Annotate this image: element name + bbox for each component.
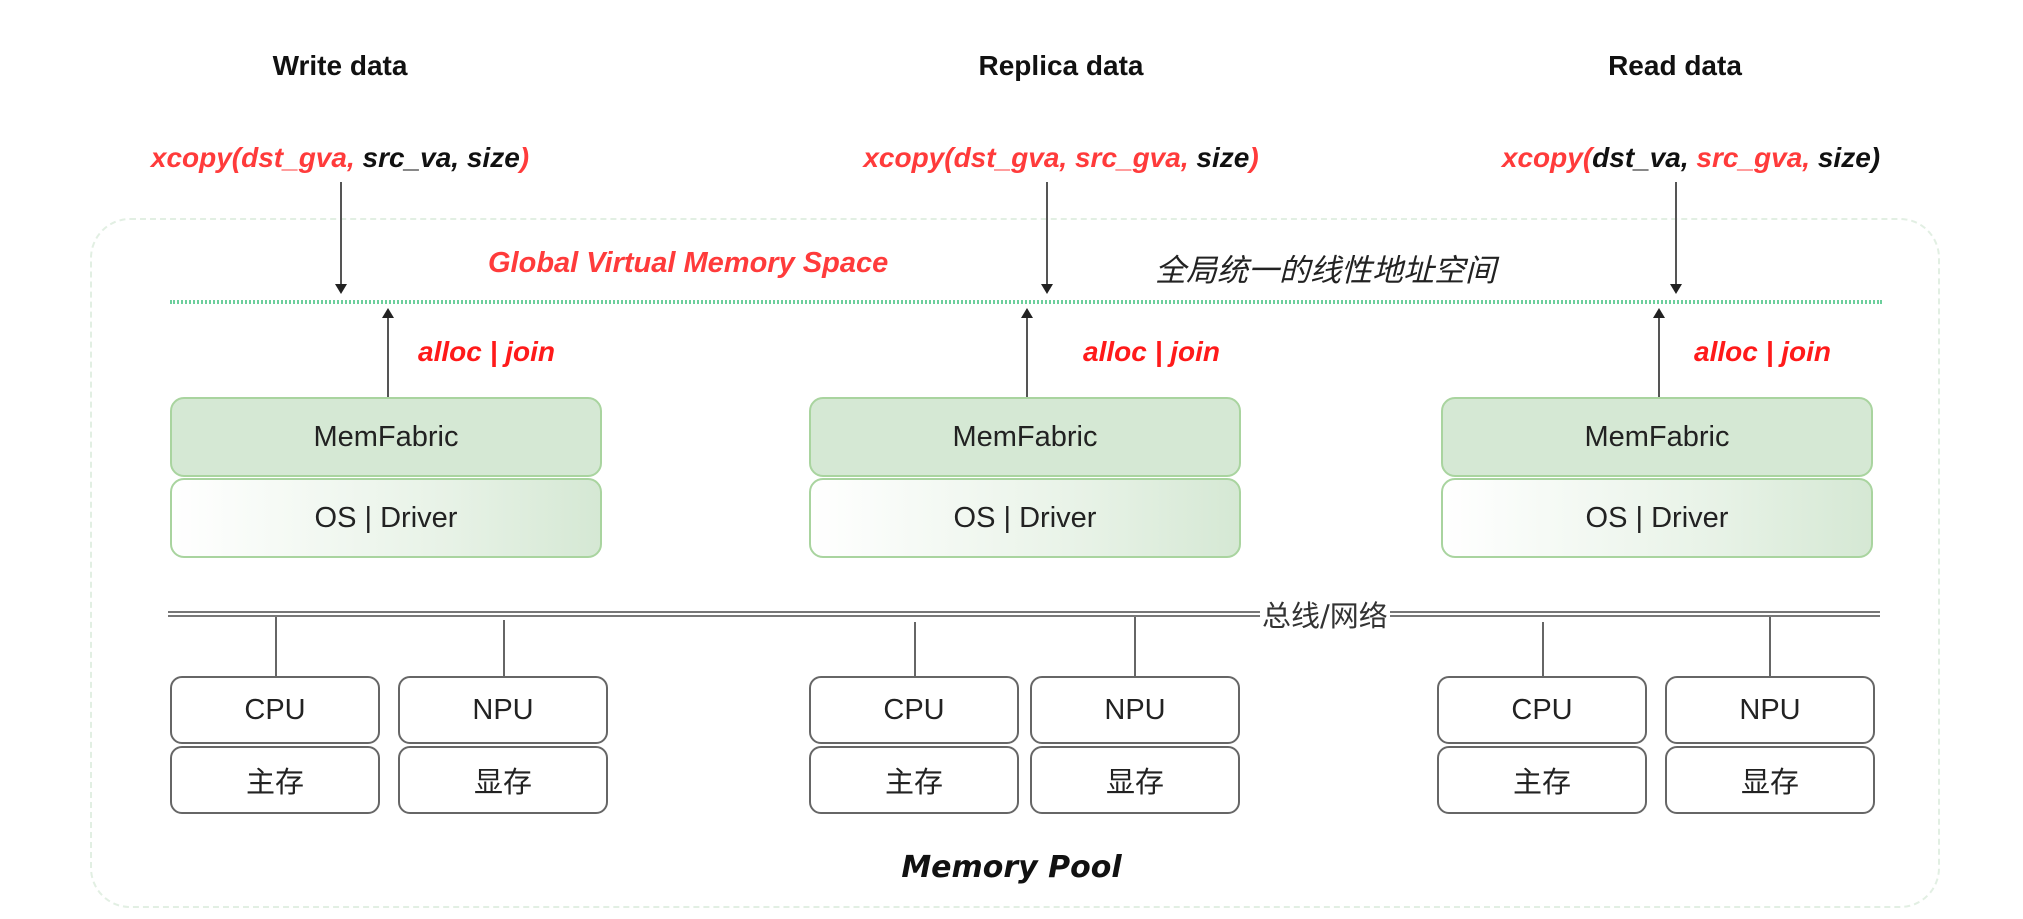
call-part: )	[1870, 142, 1881, 173]
device-label: CPU	[1511, 693, 1573, 726]
memory-label: 显存	[473, 765, 532, 799]
memory-label: 显存	[1740, 765, 1799, 799]
read-up-arrow	[1653, 308, 1665, 398]
connector-line	[1134, 617, 1136, 677]
call-part: )	[1249, 142, 1259, 173]
write-main-memory-block: 主存	[170, 746, 380, 814]
os-driver-label: OS | Driver	[1585, 501, 1729, 534]
replica-npu-block: NPU	[1030, 676, 1240, 744]
connector-line	[914, 622, 916, 677]
read-cpu-block: CPU	[1437, 676, 1647, 744]
memfabric-label: MemFabric	[952, 420, 1098, 453]
read-alloc-join-label: alloc | join	[1694, 336, 1831, 367]
replica-xcopy-call: xcopy(dst_gva, src_gva, size)	[761, 142, 1361, 174]
write-down-arrow	[335, 182, 347, 294]
connector-line	[275, 617, 277, 677]
read-memfabric-block: MemFabric	[1441, 397, 1873, 477]
write-xcopy-call: xcopy(dst_gva, src_va, size)	[40, 142, 640, 174]
replica-data-title: Replica data	[978, 50, 1144, 81]
read-os-driver-block: OS | Driver	[1441, 478, 1873, 558]
call-part: dst_gva,	[241, 142, 363, 173]
memfabric-label: MemFabric	[1584, 420, 1730, 453]
replica-video-memory-block: 显存	[1030, 746, 1240, 814]
replica-down-arrow	[1041, 182, 1053, 294]
write-up-arrow	[382, 308, 394, 398]
write-cpu-block: CPU	[170, 676, 380, 744]
device-label: CPU	[883, 693, 945, 726]
connector-line	[503, 620, 505, 677]
connector-line	[1769, 617, 1771, 677]
replica-cpu-block: CPU	[809, 676, 1019, 744]
call-part: src_gva,	[1074, 142, 1197, 173]
call-part: src_gva,	[1696, 142, 1818, 173]
bus-label: 总线/网络	[1260, 593, 1390, 635]
read-xcopy-call: xcopy(dst_va, src_gva, size)	[1391, 142, 1991, 174]
replica-main-memory-block: 主存	[809, 746, 1019, 814]
call-part: dst_va,	[1592, 142, 1697, 173]
device-label: NPU	[1739, 693, 1801, 726]
write-video-memory-block: 显存	[398, 746, 608, 814]
read-video-memory-block: 显存	[1665, 746, 1875, 814]
call-part: size	[1196, 142, 1250, 173]
replica-up-arrow	[1021, 308, 1033, 398]
call-part: size	[1817, 142, 1871, 173]
global-space-label-cn: 全局统一的线性地址空间	[1155, 253, 1496, 289]
write-alloc-join-label: alloc | join	[418, 336, 555, 367]
bus-line	[168, 611, 1880, 617]
call-part: xcopy(	[150, 142, 242, 173]
device-label: CPU	[244, 693, 306, 726]
replica-alloc-join-label: alloc | join	[1083, 336, 1220, 367]
call-part: src_va,	[362, 142, 467, 173]
read-data-title: Read data	[1608, 50, 1742, 81]
read-down-arrow	[1670, 182, 1682, 294]
connector-line	[1542, 622, 1544, 677]
memfabric-label: MemFabric	[313, 420, 459, 453]
read-npu-block: NPU	[1665, 676, 1875, 744]
replica-memfabric-block: MemFabric	[809, 397, 1241, 477]
memory-label: 显存	[1105, 765, 1164, 799]
write-npu-block: NPU	[398, 676, 608, 744]
global-space-label: Global Virtual Memory Space	[488, 247, 889, 279]
call-part: xcopy(	[1501, 142, 1593, 173]
memory-label: 主存	[1512, 765, 1571, 799]
call-part: size	[466, 142, 520, 173]
call-part: dst_gva,	[953, 142, 1075, 173]
write-os-driver-block: OS | Driver	[170, 478, 602, 558]
device-label: NPU	[472, 693, 534, 726]
os-driver-label: OS | Driver	[953, 501, 1097, 534]
memory-pool-container	[90, 218, 1940, 908]
call-part: )	[519, 142, 530, 173]
os-driver-label: OS | Driver	[314, 501, 458, 534]
memory-label: 主存	[245, 765, 304, 799]
replica-os-driver-block: OS | Driver	[809, 478, 1241, 558]
global-space-line	[170, 300, 1882, 304]
read-main-memory-block: 主存	[1437, 746, 1647, 814]
write-data-title: Write data	[272, 50, 408, 81]
device-label: NPU	[1104, 693, 1166, 726]
call-part: xcopy(	[863, 142, 954, 173]
write-memfabric-block: MemFabric	[170, 397, 602, 477]
memory-label: 主存	[884, 765, 943, 799]
memory-pool-label: Memory Pool	[901, 850, 1122, 885]
